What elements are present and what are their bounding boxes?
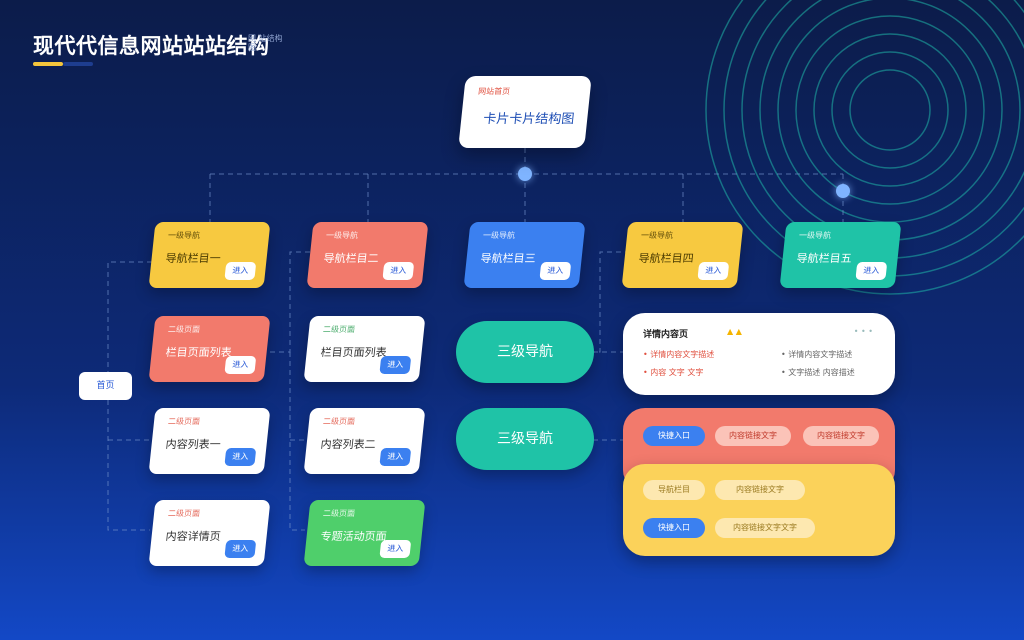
- sub-card-right-2[interactable]: 二级页面 内容列表二 进入: [303, 408, 426, 474]
- root-node-label: 卡片卡片结构图: [482, 112, 576, 127]
- nav-card-label: 导航栏目三: [479, 252, 537, 265]
- sub-card-left-2[interactable]: 二级页面 内容列表一 进入: [148, 408, 271, 474]
- enter-button[interactable]: 进入: [224, 448, 257, 466]
- detail-line: • 详情内容文字描述: [643, 350, 715, 359]
- nav-links-panel: 导航栏目 内容链接文字 快捷入口 内容链接文字文字: [623, 464, 895, 556]
- home-side-node[interactable]: 首页: [79, 372, 132, 400]
- enter-button[interactable]: 进入: [539, 262, 572, 280]
- sub-card-label: 专题活动页面: [319, 530, 388, 543]
- enter-button[interactable]: 进入: [224, 262, 257, 280]
- level3-nav-pill-2[interactable]: 三级导航: [456, 408, 594, 470]
- nav-card-category: 一级导航: [167, 231, 201, 240]
- quick-link-chip[interactable]: 内容链接文字: [715, 426, 791, 446]
- nav-card-label: 导航栏目五: [795, 252, 853, 265]
- sub-card-left-3[interactable]: 二级页面 内容详情页 进入: [148, 500, 271, 566]
- nav-link-chip[interactable]: 内容链接文字文字: [715, 518, 815, 538]
- root-node-tag: 网站首页: [477, 87, 511, 96]
- sub-card-label: 内容详情页: [164, 530, 222, 543]
- sub-card-category: 二级页面: [322, 417, 356, 426]
- quick-link-chip[interactable]: 快捷入口: [643, 426, 705, 446]
- nav-link-chip[interactable]: 快捷入口: [643, 518, 705, 538]
- nav-card-category: 一级导航: [325, 231, 359, 240]
- enter-button[interactable]: 进入: [382, 262, 415, 280]
- enter-button[interactable]: 进入: [379, 540, 412, 558]
- sub-card-label: 内容列表一: [164, 438, 222, 451]
- sub-card-label: 栏目页面列表: [164, 346, 233, 359]
- nav-card-5[interactable]: 一级导航 导航栏目五 进入: [779, 222, 902, 288]
- sub-card-category: 二级页面: [167, 417, 201, 426]
- sub-card-category: 二级页面: [167, 325, 201, 334]
- enter-button[interactable]: 进入: [379, 448, 412, 466]
- nav-card-label: 导航栏目一: [164, 252, 222, 265]
- detail-line: • 详情内容文字描述: [781, 350, 853, 359]
- nav-card-category: 一级导航: [640, 231, 674, 240]
- nav-card-category: 一级导航: [482, 231, 516, 240]
- junction-dot: [518, 167, 532, 181]
- enter-button[interactable]: 进入: [224, 356, 257, 374]
- root-node-card[interactable]: 网站首页 卡片卡片结构图: [458, 76, 592, 148]
- junction-dot: [836, 184, 850, 198]
- enter-button[interactable]: 进入: [379, 356, 412, 374]
- enter-button[interactable]: 进入: [224, 540, 257, 558]
- nav-link-chip[interactable]: 内容链接文字: [715, 480, 805, 500]
- sub-card-label: 内容列表二: [319, 438, 377, 451]
- nav-link-chip[interactable]: 导航栏目: [643, 480, 705, 500]
- sub-card-left-1[interactable]: 二级页面 栏目页面列表 进入: [148, 316, 271, 382]
- nav-card-2[interactable]: 一级导航 导航栏目二 进入: [306, 222, 429, 288]
- sub-card-label: 栏目页面列表: [319, 346, 388, 359]
- nav-card-category: 一级导航: [798, 231, 832, 240]
- detail-content-card[interactable]: 详情内容页 ▲ ▲ • • • • 详情内容文字描述 • 详情内容文字描述 • …: [623, 313, 895, 395]
- nav-card-label: 导航栏目四: [637, 252, 695, 265]
- enter-button[interactable]: 进入: [855, 262, 888, 280]
- nav-card-label: 导航栏目二: [322, 252, 380, 265]
- more-icon[interactable]: • • •: [853, 327, 873, 336]
- detail-marks: ▲ ▲: [727, 327, 742, 336]
- quick-link-chip[interactable]: 内容链接文字: [803, 426, 879, 446]
- enter-button[interactable]: 进入: [697, 262, 730, 280]
- detail-heading: 详情内容页: [643, 330, 689, 340]
- sub-card-right-3[interactable]: 二级页面 专题活动页面 进入: [303, 500, 426, 566]
- level3-nav-pill-1[interactable]: 三级导航: [456, 321, 594, 383]
- sub-card-right-1[interactable]: 二级页面 栏目页面列表 进入: [303, 316, 426, 382]
- nav-card-1[interactable]: 一级导航 导航栏目一 进入: [148, 222, 271, 288]
- page-subtitle: 网 站结构图: [248, 34, 283, 52]
- title-accent-bar-secondary: [63, 62, 93, 66]
- nav-card-3[interactable]: 一级导航 导航栏目三 进入: [463, 222, 586, 288]
- sub-card-category: 二级页面: [167, 509, 201, 518]
- page-title: 现代代信息网站站站结构: [33, 34, 270, 58]
- title-accent-bar: [33, 62, 63, 66]
- sub-card-category: 二级页面: [322, 325, 356, 334]
- sub-card-category: 二级页面: [322, 509, 356, 518]
- detail-line: • 文字描述 内容描述: [781, 368, 855, 377]
- nav-card-4[interactable]: 一级导航 导航栏目四 进入: [621, 222, 744, 288]
- detail-line: • 内容 文字 文字: [643, 368, 704, 377]
